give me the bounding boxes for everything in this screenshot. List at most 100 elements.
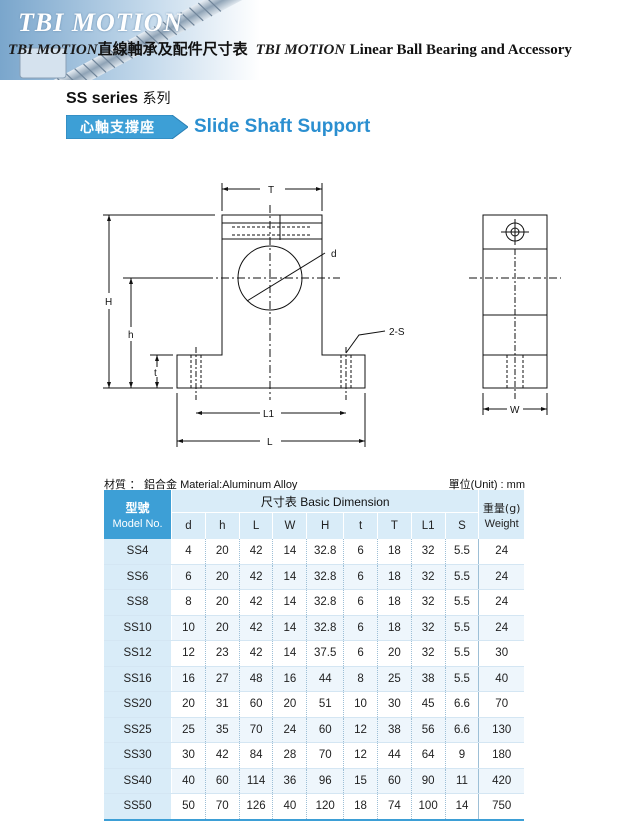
dim-label-S: 2-S — [389, 327, 405, 338]
value-cell-h: 20 — [205, 615, 240, 641]
weight-cell: 420 — [478, 768, 524, 794]
technical-drawing: T d H h t 2-S L1 L W — [103, 183, 561, 448]
value-cell-h: 32.8 — [306, 589, 345, 616]
value-cell-w: 14 — [272, 589, 308, 616]
weight-cell: 70 — [478, 691, 524, 718]
value-cell-d: 10 — [171, 615, 206, 641]
value-cell-t: 6 — [343, 615, 378, 641]
value-cell-l1: 100 — [411, 793, 446, 821]
series-title: SS series 系列 — [66, 88, 171, 108]
model-cell: SS10 — [104, 615, 173, 641]
value-cell-t: 18 — [377, 615, 412, 641]
value-cell-w: 14 — [272, 564, 308, 590]
column-header-w: W — [272, 512, 308, 539]
model-cell: SS20 — [104, 691, 173, 718]
value-cell-w: 24 — [272, 717, 308, 743]
brand-name: TBI MOTION — [8, 42, 98, 58]
value-cell-d: 8 — [171, 589, 206, 616]
dim-label-h: h — [128, 330, 134, 341]
weight-cell: 24 — [478, 564, 524, 590]
value-cell-h: 42 — [205, 742, 240, 769]
value-cell-t: 10 — [343, 691, 378, 718]
material-en: Material:Aluminum Alloy — [180, 479, 298, 491]
dim-label-d: d — [331, 249, 337, 260]
series-name: SS series — [66, 90, 139, 107]
value-cell-h: 23 — [205, 640, 240, 667]
value-cell-w: 28 — [272, 742, 308, 769]
value-cell-d: 25 — [171, 717, 206, 743]
value-cell-s: 5.5 — [445, 615, 480, 641]
value-cell-l1: 90 — [411, 768, 446, 794]
value-cell-l: 42 — [239, 539, 274, 565]
weight-header: 重量(g) Weight — [478, 490, 524, 539]
column-header-h: h — [205, 512, 240, 539]
column-header-t: T — [377, 512, 412, 539]
value-cell-l: 126 — [239, 793, 274, 821]
value-cell-h: 60 — [205, 768, 240, 794]
series-cn: 系列 — [142, 91, 171, 107]
model-cell: SS50 — [104, 793, 173, 821]
value-cell-w: 20 — [272, 691, 308, 718]
weight-cell: 750 — [478, 793, 524, 821]
column-header-l1: L1 — [411, 512, 446, 539]
value-cell-h: 32.8 — [306, 564, 345, 590]
model-header-en: Model No. — [112, 518, 163, 530]
brand-name-2: TBI MOTION — [255, 42, 346, 58]
value-cell-t: 18 — [377, 539, 412, 565]
value-cell-l: 70 — [239, 717, 274, 743]
value-cell-d: 50 — [171, 793, 206, 821]
dim-label-L: L — [267, 437, 273, 448]
weight-header-cn: 重量(g) — [482, 501, 521, 515]
value-cell-l1: 64 — [411, 742, 446, 769]
logo-watermark: TBI MOTION — [18, 8, 184, 37]
value-cell-l: 42 — [239, 640, 274, 667]
value-cell-t: 30 — [377, 691, 412, 718]
dim-header-en: Basic Dimension — [300, 494, 390, 509]
value-cell-t: 18 — [377, 589, 412, 616]
value-cell-s: 5.5 — [445, 589, 480, 616]
value-cell-t: 18 — [377, 564, 412, 590]
side-view-outline — [482, 214, 548, 389]
dim-label-t: t — [154, 368, 157, 379]
value-cell-l: 84 — [239, 742, 274, 769]
product-title: Slide Shaft Support — [194, 116, 371, 137]
value-cell-s: 11 — [445, 768, 480, 794]
ball-screw-banner-image — [0, 0, 260, 80]
value-cell-l1: 38 — [411, 666, 446, 692]
model-cell: SS8 — [104, 589, 173, 616]
model-cell: SS6 — [104, 564, 173, 590]
value-cell-s: 6.6 — [445, 691, 480, 718]
value-cell-h: 37.5 — [306, 640, 345, 667]
value-cell-t: 15 — [343, 768, 378, 794]
value-cell-h: 32.8 — [306, 539, 345, 565]
unit-en: (Unit) : mm — [470, 479, 525, 491]
value-cell-t: 6 — [343, 589, 378, 616]
value-cell-h: 32.8 — [306, 615, 345, 641]
value-cell-h: 120 — [306, 793, 345, 821]
weight-cell: 40 — [478, 666, 524, 692]
value-cell-l: 48 — [239, 666, 274, 692]
value-cell-s: 6.6 — [445, 717, 480, 743]
unit-cn: 單位 — [448, 478, 471, 491]
dim-header-cn: 尺寸表 — [260, 494, 297, 509]
value-cell-s: 5.5 — [445, 539, 480, 565]
value-cell-d: 16 — [171, 666, 206, 692]
value-cell-d: 6 — [171, 564, 206, 590]
model-cell: SS30 — [104, 742, 173, 769]
material-note: 材質 ： 鋁合金 Material:Aluminum Alloy — [104, 476, 297, 492]
model-cell: SS12 — [104, 640, 173, 667]
dim-label-H: H — [105, 297, 112, 308]
value-cell-s: 9 — [445, 742, 480, 769]
value-cell-d: 40 — [171, 768, 206, 794]
column-header-d: d — [171, 512, 206, 539]
model-cell: SS25 — [104, 717, 173, 743]
value-cell-l1: 32 — [411, 564, 446, 590]
